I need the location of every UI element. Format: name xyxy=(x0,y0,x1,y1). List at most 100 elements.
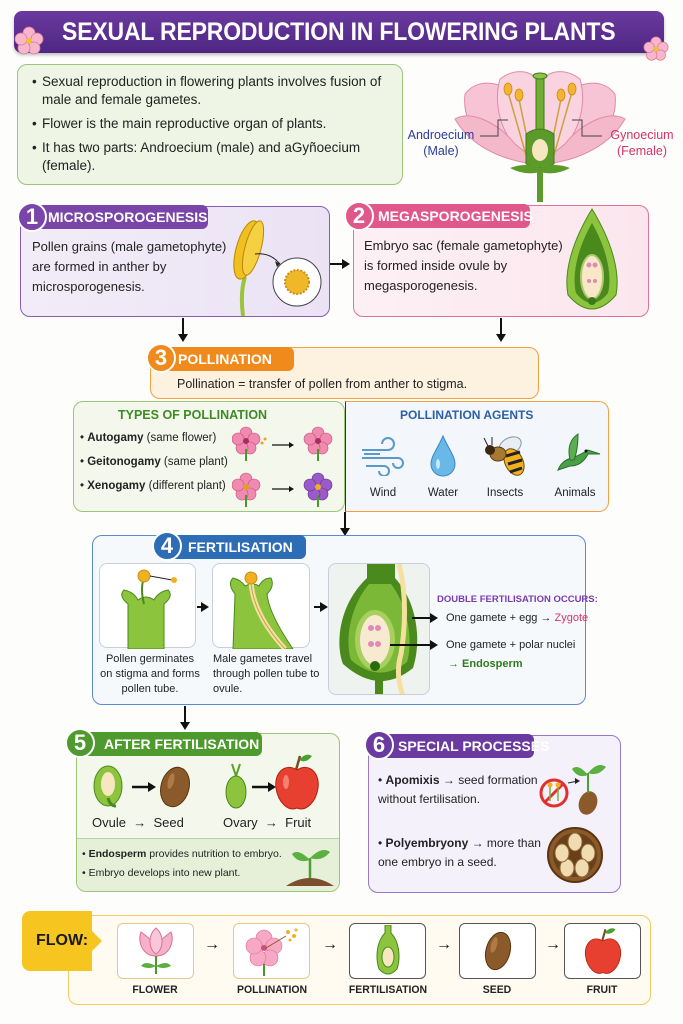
after-fertilisation-title: AFTER FERTILISATION xyxy=(86,732,262,756)
intro-bullet: It has two parts: Androecium (male) and … xyxy=(32,139,392,175)
pollination-type-geitonogamy: • Geitonogamy (same plant) xyxy=(80,456,228,468)
flow-step-seed xyxy=(459,923,536,979)
step-number-badge: 1 xyxy=(17,202,47,232)
types-of-pollination-title: TYPES OF POLLINATION xyxy=(118,408,268,422)
androecium-label: Androecium (Male) xyxy=(405,127,477,159)
step-number-badge: 4 xyxy=(152,531,182,561)
arrow-down-icon xyxy=(496,318,506,342)
seed-icon xyxy=(484,931,511,971)
polyembryony-term: Polyembryony xyxy=(385,836,469,850)
flower-cross-section-illustration xyxy=(454,71,626,202)
bee-icon xyxy=(483,436,525,476)
type-name: Xenogamy xyxy=(87,480,146,492)
flow-label-pointer xyxy=(92,931,102,951)
flow-label: FLOW: xyxy=(22,911,92,971)
agent-label-animals: Animals xyxy=(554,487,596,499)
flow-step-label: FLOWER xyxy=(132,984,178,996)
arrow-glyph: → xyxy=(133,815,147,830)
type-desc: (same plant) xyxy=(163,456,228,468)
agent-label-water: Water xyxy=(427,487,459,499)
pollination-type-autogamy: • Autogamy (same flower) xyxy=(80,432,217,444)
ovule-double-fertilisation-illustration xyxy=(339,564,418,694)
intro-box: Sexual reproduction in flowering plants … xyxy=(17,64,403,185)
fertilised-ovule-icon xyxy=(376,925,399,975)
gynoecium-label: Gynoecium (Female) xyxy=(602,127,682,159)
ovary-label: Ovary xyxy=(223,815,258,830)
zygote-result: Zygote xyxy=(554,612,589,624)
double-fertilisation-ovule-panel xyxy=(328,563,430,695)
polyembryony-item: • Polyembryony → more than one embryo in… xyxy=(378,836,541,869)
pollen-tube-panel xyxy=(212,563,310,651)
arrow-right-icon xyxy=(390,640,438,650)
embryo-note-text: Embryo develops into new plant. xyxy=(88,867,241,879)
gynoecium-label-line1: Gynoecium xyxy=(610,128,674,142)
pink-flower-icon xyxy=(232,426,261,461)
type-name: Autogamy xyxy=(87,432,144,444)
step-number-badge: 6 xyxy=(364,730,394,760)
endosperm-note-bold: Endosperm xyxy=(88,848,147,860)
agent-label-wind: Wind xyxy=(369,487,397,499)
flow-arrow-icon: → xyxy=(204,936,220,953)
pollination-definition: Pollination = transfer of pollen from an… xyxy=(177,377,468,391)
anther-pollen-illustration xyxy=(233,220,322,316)
flow-step-pollination xyxy=(233,923,310,979)
zygote-line: One gamete + egg → Zygote xyxy=(446,612,588,624)
pollination-agents-panel xyxy=(345,401,609,512)
arrow-down-icon xyxy=(178,318,188,342)
pollen-germination-illustration xyxy=(121,569,177,650)
pollination-type-xenogamy: • Xenogamy (different plant) xyxy=(80,480,226,492)
flow-step-fruit xyxy=(564,923,641,979)
apple-fruit-icon xyxy=(275,754,319,810)
flow-step-label: POLLINATION xyxy=(236,984,308,996)
pollination-agents-title: POLLINATION AGENTS xyxy=(400,408,534,422)
flow-step-flower xyxy=(117,923,194,979)
type-desc: (same flower) xyxy=(146,432,217,444)
arrow-down-icon xyxy=(180,706,190,730)
flow-step-label: SEED xyxy=(482,984,512,996)
pollination-types-flowers-illustration xyxy=(232,426,333,507)
ovary-fruit-caption: Ovary → Fruit xyxy=(223,815,311,830)
androecium-label-line2: (Male) xyxy=(423,144,459,158)
types-of-pollination-panel xyxy=(73,401,345,512)
flower-icon xyxy=(138,927,173,974)
step-number-badge: 2 xyxy=(344,201,374,231)
arrow-right-icon xyxy=(132,782,156,792)
pollination-title: POLLINATION xyxy=(160,347,294,371)
endosperm-note: • Endosperm provides nutrition to embryo… xyxy=(82,848,282,860)
apomixis-illustration xyxy=(539,765,606,815)
arrow-down-icon xyxy=(340,512,350,536)
polyembryony-seed-illustration xyxy=(547,827,603,883)
special-processes-title: SPECIAL PROCESSES xyxy=(380,734,549,758)
title-banner: SEXUAL REPRODUCTION IN FLOWERING PLANTS xyxy=(14,11,664,53)
wind-icon xyxy=(362,437,404,476)
flow-arrow-icon: → xyxy=(322,936,338,953)
fruit-label: Fruit xyxy=(285,815,312,830)
ovule-icon xyxy=(93,765,123,808)
zygote-line-prefix: One gamete + egg → xyxy=(446,612,552,624)
hummingbird-icon xyxy=(557,433,601,471)
endosperm-line: One gamete + polar nuclei xyxy=(446,639,576,651)
flow-step-fertilisation xyxy=(349,923,426,979)
pollinated-flower-icon xyxy=(245,928,297,976)
agent-label-insects: Insects xyxy=(486,487,524,499)
arrow-right-icon xyxy=(252,782,276,792)
apomixis-term: Apomixis xyxy=(385,773,440,787)
arrow-glyph: → xyxy=(264,815,278,830)
ovule-embryo-sac-illustration xyxy=(566,208,618,310)
type-name: Geitonogamy xyxy=(87,456,161,468)
fertilisation-title: FERTILISATION xyxy=(170,535,306,559)
megasporogenesis-title: MEGASPOROGENESIS xyxy=(360,204,533,228)
special-processes-section xyxy=(368,735,621,893)
flow-step-label: FERTILISATION xyxy=(348,984,428,996)
arrow-right-icon xyxy=(412,613,438,623)
step2-caption: Male gametes travel through pollen tube … xyxy=(213,653,320,695)
step1-caption: Pollen germinates on stigma and forms po… xyxy=(100,653,200,695)
flow-arrow-icon: → xyxy=(436,936,452,953)
seedling-icon xyxy=(286,850,334,886)
ovule-seed-caption: Ovule → Seed xyxy=(92,815,184,830)
microsporogenesis-text: Pollen grains (male gametophyte) are for… xyxy=(32,239,227,294)
arrow-right-icon xyxy=(330,259,350,269)
arrow-right-icon xyxy=(314,602,328,612)
ovule-label: Ovule xyxy=(92,815,126,830)
apomixis-item: • Apomixis → seed formation without fert… xyxy=(378,773,538,806)
